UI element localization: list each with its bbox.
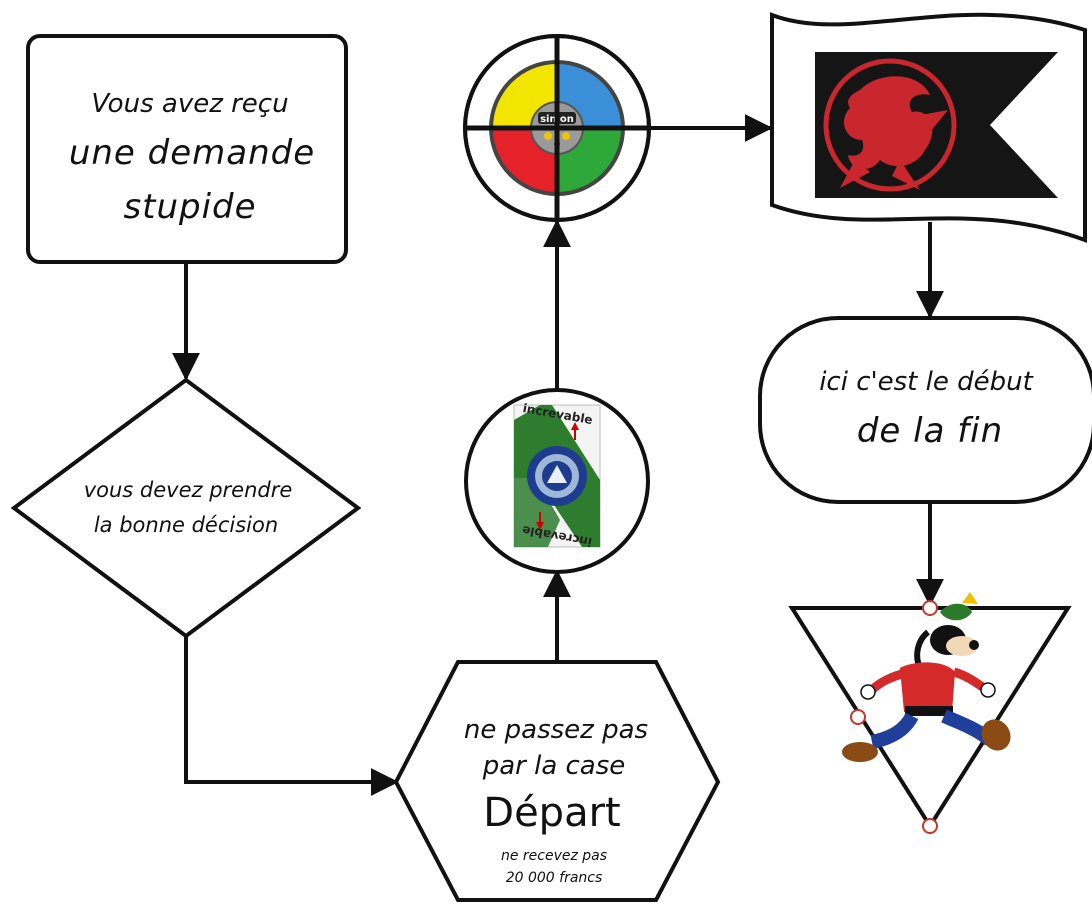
- start-node-line-1: Vous avez reçu: [91, 89, 288, 119]
- triangle-node[interactable]: [788, 592, 1072, 834]
- start-node-line-3: stupide: [123, 187, 256, 227]
- rounded-node[interactable]: ici c'est le début de la fin: [758, 316, 1092, 504]
- badge-node[interactable]: increvable increvable: [464, 388, 650, 574]
- edge-decision-to-hexagon: [184, 636, 399, 796]
- decision-node-line-1: vous devez prendre: [84, 478, 293, 502]
- dragon-sigil-flag-icon: [815, 52, 1058, 198]
- hexagon-node-line-1: ne passez pas: [464, 715, 648, 745]
- triangle-handle-left[interactable]: [850, 709, 866, 725]
- increvable-tire-badge-icon: increvable increvable: [513, 401, 601, 549]
- triangle-handle-bottom[interactable]: [922, 818, 938, 834]
- start-node-line-2: une demande: [69, 133, 315, 173]
- decision-node-line-2: la bonne décision: [94, 513, 278, 537]
- hexagon-node[interactable]: ne passez pas par la case Départ ne rece…: [393, 660, 721, 902]
- triangle-handle-top[interactable]: [922, 600, 938, 616]
- flag-node[interactable]: [770, 12, 1087, 243]
- rounded-node-line-1: ici c'est le début: [819, 367, 1033, 397]
- target-node[interactable]: simon: [463, 34, 651, 222]
- hexagon-node-line-4: ne recevez pas: [501, 848, 607, 864]
- running-cartoon-dog-icon: [842, 592, 1011, 762]
- crosshair-target-icon: [463, 34, 651, 222]
- hexagon-node-line-5: 20 000 francs: [506, 870, 603, 886]
- start-node[interactable]: Vous avez reçu une demande stupide: [26, 34, 348, 264]
- hexagon-node-line-2: par la case: [482, 751, 626, 781]
- decision-node[interactable]: vous devez prendre la bonne décision: [10, 377, 362, 639]
- hexagon-node-line-3: Départ: [483, 790, 620, 836]
- rounded-node-line-2: de la fin: [857, 411, 1003, 451]
